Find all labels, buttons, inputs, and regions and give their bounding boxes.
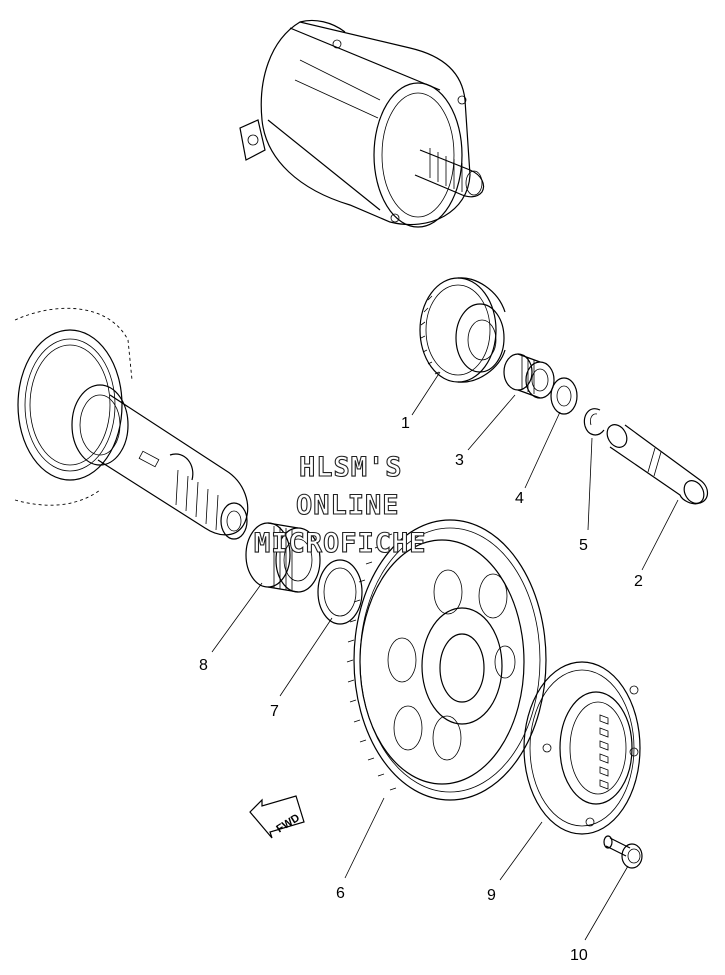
part-10-bolt bbox=[603, 835, 643, 869]
leader-lines bbox=[211, 371, 679, 941]
watermark: HLSM'S ONLINE MICROFICHE bbox=[253, 451, 427, 559]
part-8-bearing bbox=[245, 522, 321, 593]
callout-8: 8 bbox=[199, 657, 208, 674]
part-5-circlip bbox=[583, 408, 605, 436]
watermark-line-1: HLSM'S bbox=[299, 452, 403, 483]
callout-1: 1 bbox=[401, 415, 410, 432]
callout-10: 10 bbox=[570, 947, 588, 964]
callout-7: 7 bbox=[270, 703, 279, 720]
starter-motor bbox=[239, 19, 485, 228]
callout-3: 3 bbox=[455, 452, 464, 469]
part-4-washer bbox=[550, 377, 578, 415]
callout-6: 6 bbox=[336, 885, 345, 902]
fwd-label: FWD bbox=[274, 812, 302, 835]
callout-9: 9 bbox=[487, 887, 496, 904]
callout-2: 2 bbox=[634, 573, 643, 590]
crankshaft bbox=[14, 307, 249, 540]
part-7-washer bbox=[317, 559, 363, 625]
part-6-wheel-gear bbox=[346, 519, 547, 801]
fwd-arrow-icon: FWD bbox=[249, 795, 305, 839]
part-9-clutch bbox=[523, 661, 641, 835]
callout-4: 4 bbox=[515, 490, 524, 507]
callout-labels: 1 2 3 4 5 6 7 8 9 10 bbox=[199, 415, 643, 964]
callout-5: 5 bbox=[579, 537, 588, 554]
part-2-shaft bbox=[606, 424, 709, 505]
part-3-bearing bbox=[503, 353, 555, 399]
part-1-idler-gear bbox=[419, 277, 506, 383]
watermark-line-2: ONLINE bbox=[296, 490, 400, 521]
watermark-line-3: MICROFICHE bbox=[254, 528, 427, 559]
